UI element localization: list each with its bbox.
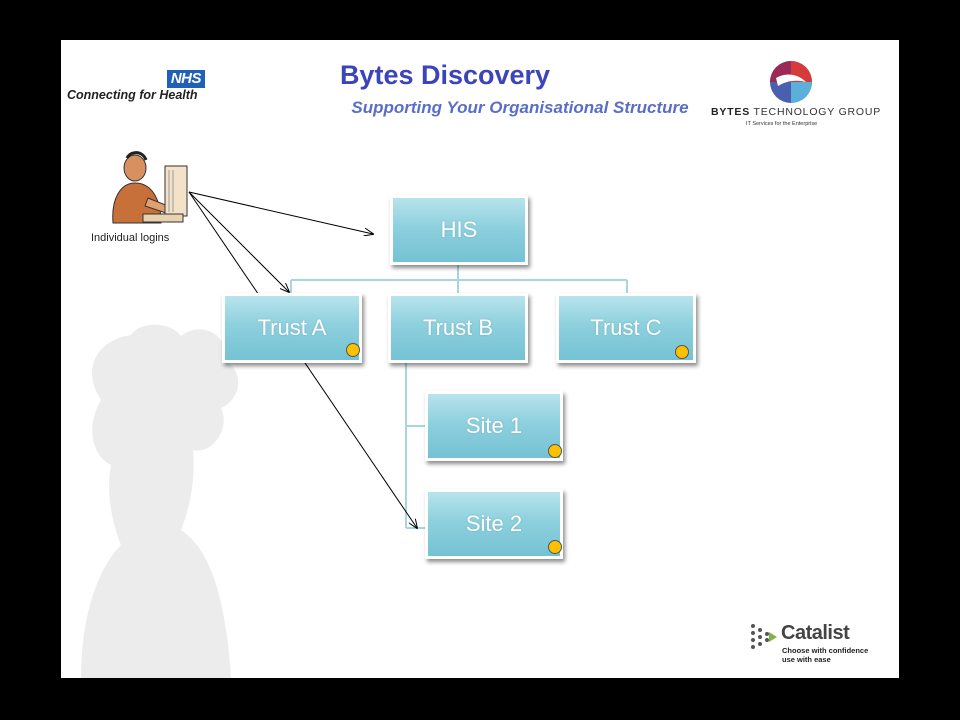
node-trust-b-label: Trust B (422, 315, 494, 340)
catalist-logo: Catalist Choose with confidence use with… (749, 620, 899, 670)
bytes-logo: BYTES TECHNOLOGY GROUP IT Services for t… (706, 58, 880, 138)
catalist-name: Catalist (781, 622, 850, 644)
slide-title: Bytes Discovery (339, 60, 551, 90)
node-site-2[interactable]: Site 2 (425, 489, 563, 559)
node-trust-c[interactable]: Trust C (556, 293, 696, 363)
nhs-logo: NHS Connecting for Health (67, 70, 207, 106)
node-trust-b[interactable]: Trust B (388, 293, 528, 363)
catalist-arrows-icon (751, 624, 777, 649)
slide: Bytes Discovery Supporting Your Organisa… (61, 40, 899, 678)
catalist-tagline: Choose with confidence use with ease (782, 646, 892, 664)
node-his[interactable]: HIS (390, 195, 528, 265)
node-trust-a[interactable]: Trust A (222, 293, 362, 363)
bytes-name-bold: BYTES (711, 106, 751, 118)
node-site-1[interactable]: Site 1 (425, 391, 563, 461)
nhs-badge: NHS (166, 70, 205, 88)
individual-logins-label: Individual logins (91, 232, 170, 244)
node-trust-a-label: Trust A (257, 315, 327, 340)
trust-a-marker (346, 343, 360, 357)
arrow-to-his (188, 191, 373, 234)
bytes-tagline: IT Services for the Enterprise (746, 121, 818, 127)
site-2-marker (548, 540, 562, 554)
catalist-tagline-1: Choose with confidence (782, 646, 869, 655)
site-1-marker (548, 444, 562, 458)
catalist-tagline-2: use with ease (782, 655, 831, 664)
person-silhouette-background (81, 324, 239, 678)
slide-subtitle: Supporting Your Organisational Structure (351, 98, 689, 117)
arrow-to-trust-a (188, 191, 289, 292)
person-at-computer-icon (112, 151, 188, 224)
trust-c-marker (675, 345, 689, 359)
bytes-name-rest: TECHNOLOGY GROUP (750, 106, 882, 118)
bytes-emblem-icon (770, 61, 812, 103)
node-site-2-label: Site 2 (465, 511, 523, 536)
node-trust-c-label: Trust C (590, 315, 662, 340)
node-site-1-label: Site 1 (465, 413, 523, 438)
nhs-text: Connecting for Health (67, 88, 198, 102)
